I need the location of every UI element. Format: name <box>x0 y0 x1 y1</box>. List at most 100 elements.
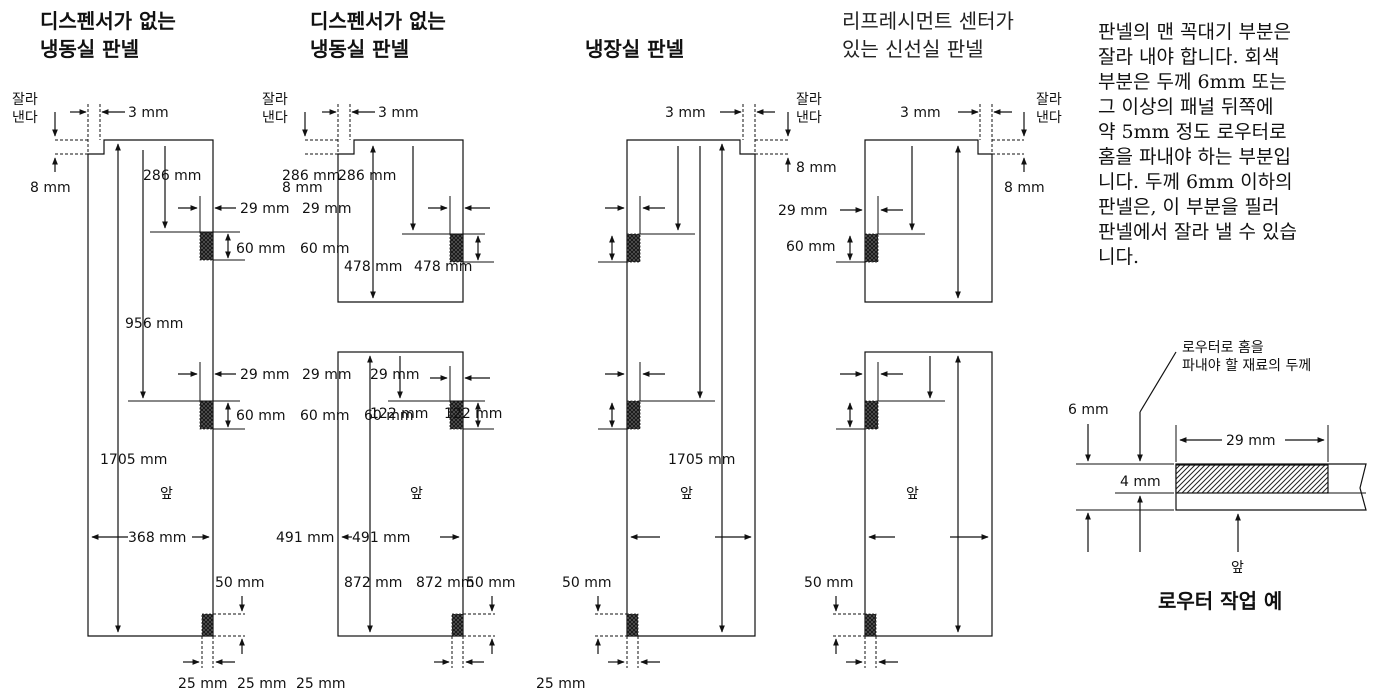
router-caption: 로우터 작업 예 <box>1158 589 1282 613</box>
router-example: 로우터로 홈을 파내야 할 재료의 두께 29 mm 6 mm 4 mm 앞 로… <box>1068 340 1367 613</box>
panel2-dim-29-lower-a: 29 mm <box>302 367 352 383</box>
panel2-dim-286-a: 286 mm <box>338 168 396 184</box>
panel4-notch-height: 8 mm <box>1004 180 1045 196</box>
panel2-pocket-lower <box>449 400 464 430</box>
panel2-cut-label-1: 잘라 <box>262 92 288 108</box>
note-line: 부분은 두께 6mm 또는 <box>1098 71 1287 93</box>
panel1-notch-height: 8 mm <box>30 180 71 196</box>
panel2-pocket-upper <box>449 233 464 263</box>
panel3-pocket-bottom <box>626 613 639 637</box>
router-depth: 4 mm <box>1120 474 1161 490</box>
panel4-pocket-lower <box>864 400 879 430</box>
panel2-lower-outline <box>337 351 464 637</box>
note-line: 홈을 파내야 하는 부분입 <box>1098 146 1291 168</box>
panel2-dim-122-a: 122 mm <box>370 406 428 422</box>
router-front-label: 앞 <box>1231 560 1244 576</box>
panel2-dim-872-b: 872 mm <box>416 575 474 591</box>
panel4-lower-outline <box>864 351 993 637</box>
panel1-cut-label-2: 낸다 <box>12 110 38 126</box>
panel4-cut-label-1: 잘라 <box>1036 92 1062 108</box>
panel2-dim-872-a: 872 mm <box>344 575 402 591</box>
note-line: 니다. 두께 6mm 이하의 <box>1098 171 1293 193</box>
panel1-dim-60-upper: 60 mm <box>236 241 286 257</box>
panel2-dim-29-upper: 29 mm <box>302 201 352 217</box>
note-line: 판넬의 맨 꼭대기 부분은 <box>1098 21 1291 43</box>
panel4: 3 mm 잘라 낸다 8 mm 29 mm 60 mm 앞 <box>778 92 1062 668</box>
panel2-dim-478-b: 478 mm <box>414 259 472 275</box>
panel4-pocket-upper <box>864 233 879 263</box>
panel3-notch-width: 3 mm <box>665 105 706 121</box>
panel2-dim-60-lower-a: 60 mm <box>300 408 350 424</box>
panel4-dim-50: 50 mm <box>804 575 854 591</box>
instruction-note: 판넬의 맨 꼭대기 부분은 잘라 내야 합니다. 회색 부분은 두께 6mm 또… <box>1098 21 1297 268</box>
note-line: 그 이상의 패널 뒤쪽에 <box>1098 96 1273 118</box>
panel1-dim-1705: 1705 mm <box>100 452 167 468</box>
panel2-notch-height: 8 mm <box>282 180 323 196</box>
note-line: 판넬에서 잘라 낼 수 있습 <box>1098 221 1297 243</box>
panel3-pocket-upper <box>626 233 641 263</box>
panel2-dim-478-a: 478 mm <box>344 259 402 275</box>
panel1-title-line2: 냉동실 판넬 <box>40 37 139 61</box>
panel1-dim-29-lower: 29 mm <box>240 367 290 383</box>
panel2-pocket-bottom <box>451 613 464 637</box>
router-thickness: 6 mm <box>1068 402 1109 418</box>
panel2-dim-491-b: 491 mm <box>352 530 410 546</box>
panel3-title: 냉장실 판넬 <box>585 37 684 61</box>
router-callout-line2: 파내야 할 재료의 두께 <box>1182 358 1311 374</box>
panel2: 잘라 낸다 3 mm 8 mm 286 mm 286 mm 29 mm 60 m… <box>237 92 516 692</box>
router-groove <box>1175 464 1329 494</box>
router-width: 29 mm <box>1226 433 1276 449</box>
panel2-notch-width: 3 mm <box>378 105 419 121</box>
panel4-front-label: 앞 <box>906 486 919 502</box>
panel2-cut-label-2: 낸다 <box>262 110 288 126</box>
panel1-dim-286: 286 mm <box>143 168 201 184</box>
panel1-dim-25: 25 mm <box>178 676 228 692</box>
panel3: 3 mm 잘라 낸다 8 mm 1705 mm 앞 50 mm <box>536 92 837 692</box>
panel2-dim-286-b: 286 mm <box>282 168 340 184</box>
note-line: 약 5mm 정도 로우터로 <box>1098 121 1287 143</box>
panel3-dim-50: 50 mm <box>562 575 612 591</box>
panel2-upper-outline <box>337 139 464 303</box>
panel1-title-line1: 디스펜서가 없는 <box>40 9 176 33</box>
panel1-front-label: 앞 <box>160 486 173 502</box>
panel4-cut-label-2: 낸다 <box>1036 110 1062 126</box>
panel3-notch-height: 8 mm <box>796 160 837 176</box>
panel2-dim-60-lower-b: 60 mm <box>364 408 414 424</box>
panel3-cut-label-1: 잘라 <box>796 92 822 108</box>
panel4-notch-width: 3 mm <box>900 105 941 121</box>
panel2-dim-25-a: 25 mm <box>237 676 287 692</box>
note-line: 잘라 내야 합니다. 회색 <box>1098 46 1279 68</box>
panel2-dim-491-a: 491 mm <box>276 530 334 546</box>
panel1-notch-width: 3 mm <box>128 105 169 121</box>
panel1-pocket-lower <box>199 400 214 430</box>
note-line: 니다. <box>1098 246 1139 268</box>
panel2-dim-29-lower-b: 29 mm <box>370 367 420 383</box>
panel2-dim-122-b: 122 mm <box>444 406 502 422</box>
panel2-front-label: 앞 <box>410 486 423 502</box>
panel1-cut-label-1: 잘라 <box>12 92 38 108</box>
panel1-dim-60-lower: 60 mm <box>236 408 286 424</box>
panel2-title-line1: 디스펜서가 없는 <box>310 9 446 33</box>
panel4-dim-60: 60 mm <box>786 239 836 255</box>
panel1-dim-29-upper: 29 mm <box>240 201 290 217</box>
panel2-dim-50: 50 mm <box>466 575 516 591</box>
panel4-dim-29: 29 mm <box>778 203 828 219</box>
panel4-title-line1: 리프레시먼트 센터가 <box>842 9 1014 33</box>
panel3-cut-label-2: 낸다 <box>796 110 822 126</box>
panel3-dim-1705: 1705 mm <box>668 452 735 468</box>
panel4-title-line2: 있는 신선실 판넬 <box>842 37 984 61</box>
panel2-dim-25-b: 25 mm <box>296 676 346 692</box>
panel3-outline <box>626 139 756 637</box>
router-callout-line1: 로우터로 홈을 <box>1182 340 1264 356</box>
panel2-title-line2: 냉동실 판넬 <box>310 37 409 61</box>
panel2-dim-60-upper: 60 mm <box>300 241 350 257</box>
panel4-upper-outline <box>864 139 993 303</box>
panel3-front-label: 앞 <box>680 486 693 502</box>
note-line: 판넬은, 이 부분을 필러 <box>1098 196 1279 218</box>
panel1-pocket-bottom <box>201 613 214 637</box>
panel1-outline <box>87 139 214 637</box>
panel1: 잘라 낸다 3 mm 8 mm 286 mm 29 mm 60 mm 956 m… <box>12 92 290 692</box>
panel1-dim-50: 50 mm <box>215 575 265 591</box>
panel1-dim-956: 956 mm <box>125 316 183 332</box>
panel3-dim-25: 25 mm <box>536 676 586 692</box>
